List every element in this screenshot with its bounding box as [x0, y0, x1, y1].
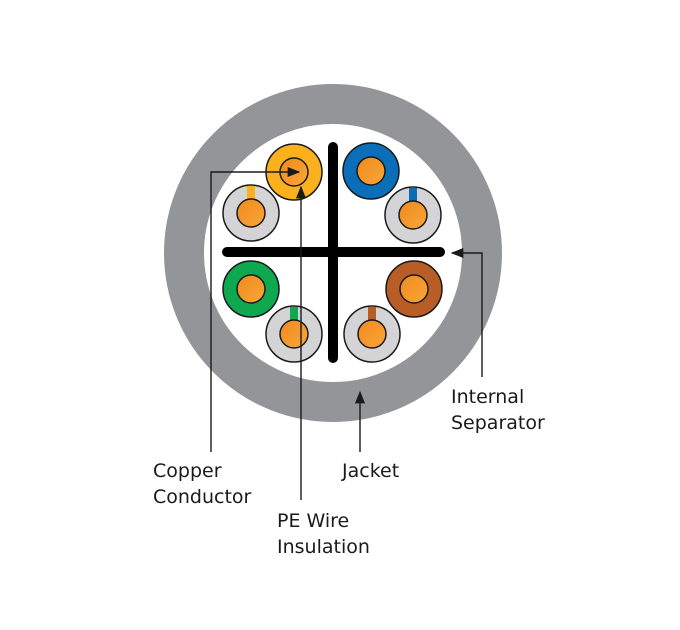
green-stripe-mark: [290, 307, 298, 321]
internal-separator-label-line-1: Internal: [451, 386, 525, 408]
blue-solid-conductor: [356, 156, 386, 186]
blue-solid-wire: [342, 142, 400, 200]
internal-separator-label: Internal Separator: [451, 384, 545, 436]
copper-conductor-label-line-2: Conductor: [153, 486, 252, 508]
pe-insulation-label-line-1: PE Wire: [277, 510, 350, 532]
green-stripe-wire: [265, 305, 323, 363]
wire-group: [222, 142, 443, 363]
pe-insulation-label: PE Wire Insulation: [277, 508, 370, 560]
internal-separator: [222, 142, 445, 363]
copper-conductor-label: Copper Conductor: [153, 458, 251, 510]
blue-stripe-wire: [384, 186, 442, 244]
green-solid-wire: [222, 260, 280, 318]
orange-stripe-conductor: [236, 198, 266, 228]
brown-stripe-mark: [368, 307, 376, 321]
orange-stripe-mark: [247, 186, 255, 200]
green-stripe-conductor: [279, 319, 309, 349]
copper-conductor-leader-line: [210, 166, 301, 452]
brown-stripe-wire: [343, 305, 401, 363]
blue-stripe-mark: [409, 188, 417, 202]
brown-solid-conductor: [399, 274, 429, 304]
internal-separator-leader-line: [450, 247, 483, 377]
jacket-label: Jacket: [342, 458, 399, 484]
internal-separator-label-line-2: Separator: [451, 412, 545, 434]
brown-solid-wire: [385, 260, 443, 318]
brown-stripe-conductor: [357, 319, 387, 349]
blue-stripe-conductor: [398, 200, 428, 230]
orange-stripe-wire: [222, 184, 280, 242]
jacket-label-line-1: Jacket: [342, 460, 400, 482]
green-solid-conductor: [236, 274, 266, 304]
pe-insulation-label-line-2: Insulation: [277, 536, 370, 558]
copper-conductor-label-line-1: Copper: [153, 460, 222, 482]
